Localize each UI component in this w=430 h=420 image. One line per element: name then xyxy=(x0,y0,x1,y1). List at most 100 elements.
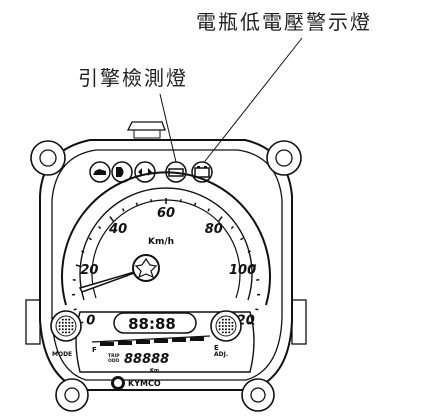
battery-leader-line xyxy=(201,37,303,166)
grip-dot xyxy=(68,318,71,321)
mount-lug-top-left xyxy=(30,140,66,176)
speed-tick xyxy=(135,202,139,206)
speed-tick xyxy=(98,225,102,230)
speed-tick xyxy=(193,202,197,206)
grip-dot xyxy=(58,325,61,327)
grip-dot xyxy=(71,328,74,331)
adj-label: ADJ. xyxy=(214,351,228,358)
grip-dot xyxy=(71,321,74,324)
left-bracket xyxy=(25,299,41,345)
grip-dot xyxy=(221,328,224,331)
fuel-bar xyxy=(136,340,150,344)
speed-tick xyxy=(150,199,153,203)
speed-tick xyxy=(109,216,115,222)
oil-icon xyxy=(89,161,111,183)
grip-dot xyxy=(225,318,227,321)
speed-label-60: 60 xyxy=(157,206,175,221)
indicator-row xyxy=(89,161,213,183)
grip-dot xyxy=(228,328,231,331)
grip-dot xyxy=(228,321,231,324)
speed-tick xyxy=(121,208,125,212)
grip-dot xyxy=(65,321,67,324)
grip-dot xyxy=(68,321,71,324)
speed-tick xyxy=(248,321,255,325)
fuel-empty-label: E xyxy=(214,344,219,352)
inner-housing xyxy=(51,149,283,381)
speed-tick xyxy=(247,250,251,253)
speed-ticks xyxy=(71,198,261,325)
km-label: Km xyxy=(150,368,159,374)
fuel-bar xyxy=(100,342,114,346)
speed-tick xyxy=(75,264,82,268)
adj-knob[interactable] xyxy=(210,310,242,342)
grip-dot xyxy=(58,328,61,331)
engine-leader-line xyxy=(159,93,177,163)
speed-tick xyxy=(73,308,77,311)
trip-label: TRIP xyxy=(108,353,120,359)
right-bracket xyxy=(291,299,307,345)
turn-signal-icon xyxy=(134,161,156,183)
speed-label-80: 80 xyxy=(205,222,223,237)
odo-label: ODO xyxy=(108,358,120,364)
fuel-bar xyxy=(154,339,168,343)
speed-label-40: 40 xyxy=(108,222,127,237)
grip-dot xyxy=(221,331,224,334)
grip-dot xyxy=(225,331,227,334)
clock-window xyxy=(113,312,197,334)
grip-dot xyxy=(68,331,71,334)
speed-tick xyxy=(240,237,244,241)
speed-tick xyxy=(207,208,211,212)
fuel-bar xyxy=(118,341,132,345)
grip-dot xyxy=(65,331,67,334)
engine-check-callout: 引擎檢測燈 xyxy=(78,66,188,90)
grip-dot xyxy=(218,328,221,331)
grip-dot xyxy=(221,325,224,327)
grip-dot xyxy=(71,325,74,327)
grip-dot xyxy=(65,318,67,321)
grip-dot xyxy=(61,321,64,324)
grip-dot xyxy=(61,331,64,334)
mode-knob[interactable] xyxy=(50,310,82,342)
grip-dot xyxy=(225,325,227,327)
trip-readout: 88888 xyxy=(124,352,169,367)
mode-label: MODE xyxy=(52,351,72,358)
speed-label-20: 20 xyxy=(80,263,98,278)
speed-tick xyxy=(179,199,182,203)
grip-dot xyxy=(228,331,231,334)
grip-dot xyxy=(68,328,71,331)
brand-name: KYMCO xyxy=(128,379,161,388)
speed-tick xyxy=(217,216,223,222)
grip-dot xyxy=(228,318,231,321)
grip-dot xyxy=(65,328,67,331)
grip-dot xyxy=(221,321,224,324)
speed-tick xyxy=(255,308,259,311)
speed-tick xyxy=(250,264,257,268)
lcd-display: 88:88 F E TRIP ODO 88888 Km xyxy=(75,311,255,374)
grip-dot xyxy=(65,325,67,327)
top-tab-inner xyxy=(133,130,161,139)
grip-dot xyxy=(68,325,71,327)
mount-lug-bottom-left xyxy=(55,378,89,412)
fuel-bar xyxy=(190,337,204,341)
grip-dot xyxy=(61,318,64,321)
speed-label-100: 100 xyxy=(229,263,256,278)
grip-dot xyxy=(231,321,234,324)
grip-dot xyxy=(225,328,227,331)
grip-dot xyxy=(221,318,224,321)
fuel-full-label: F xyxy=(92,346,97,354)
speed-tick xyxy=(81,250,85,253)
mount-lug-top-right xyxy=(266,140,302,176)
hub-star-icon xyxy=(134,257,158,279)
fuel-bar xyxy=(172,338,186,342)
grip-dot xyxy=(231,328,234,331)
speed-label-0: 0 xyxy=(86,313,95,328)
grip-dot xyxy=(218,321,221,324)
speed-unit: Km/h xyxy=(148,237,174,247)
grip-dot xyxy=(228,325,231,327)
speed-tick xyxy=(88,237,92,241)
grip-dot xyxy=(231,325,234,327)
